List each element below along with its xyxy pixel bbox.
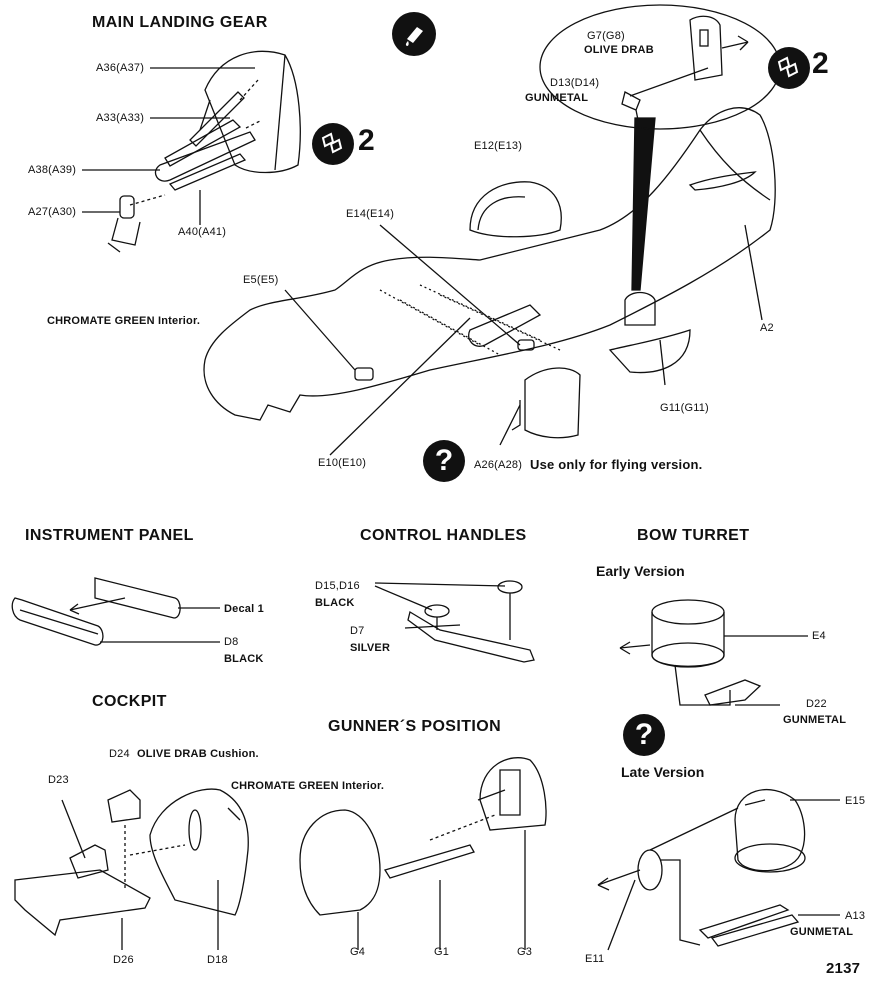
bow-turret-title: BOW TURRET bbox=[637, 527, 750, 544]
part-label-g11: G11(G11) bbox=[660, 402, 709, 414]
gunners-position-title: GUNNER´S POSITION bbox=[328, 718, 502, 735]
part-label-d15: D15,D16 bbox=[315, 580, 360, 592]
part-label-g3: G3 bbox=[517, 946, 533, 958]
paint-dropper-icon bbox=[392, 12, 436, 56]
fuselage-interior-note: CHROMATE GREEN Interior. bbox=[47, 315, 201, 327]
question-icon: ? bbox=[423, 440, 465, 482]
main-landing-gear-title: MAIN LANDING GEAR bbox=[92, 14, 268, 31]
d24-note: OLIVE DRAB Cushion. bbox=[137, 748, 259, 760]
part-label-a38: A38(A39) bbox=[28, 164, 77, 176]
fuselage-drawing bbox=[203, 107, 776, 456]
part-label-e4: E4 bbox=[812, 630, 826, 642]
part-label-a27: A27(A30) bbox=[28, 206, 77, 218]
part-label-e14: E14(E14) bbox=[346, 208, 395, 220]
cockpit-title: COCKPIT bbox=[92, 693, 167, 710]
part-label-d22: D22 bbox=[806, 698, 827, 710]
g7-color-label: OLIVE DRAB bbox=[584, 44, 654, 56]
part-label-a26: A26(A28) bbox=[474, 459, 523, 471]
d22-color-label: GUNMETAL bbox=[783, 714, 847, 726]
part-label-d18: D18 bbox=[207, 954, 228, 966]
part-label-e15: E15 bbox=[845, 795, 866, 807]
part-label-d24: D24 bbox=[109, 748, 130, 760]
part-label-d26: D26 bbox=[113, 954, 134, 966]
gear-step-number: 2 bbox=[358, 124, 375, 157]
control-handles-drawing bbox=[374, 580, 535, 663]
part-label-d8: D8 bbox=[224, 636, 239, 648]
early-version-label: Early Version bbox=[596, 563, 685, 579]
part-label-a13: A13 bbox=[845, 910, 866, 922]
question-icon: ? bbox=[623, 714, 665, 756]
part-label-a36: A36(A37) bbox=[96, 62, 145, 74]
main-gear-drawing bbox=[107, 50, 301, 253]
d15-color-label: BLACK bbox=[315, 597, 355, 609]
gear-leader-lines bbox=[82, 67, 255, 225]
decal-pair-icon bbox=[312, 123, 354, 165]
inset-step-number: 2 bbox=[812, 47, 829, 80]
part-label-g4: G4 bbox=[350, 946, 366, 958]
bow-turret-late-drawing bbox=[597, 789, 840, 951]
part-label-e5: E5(E5) bbox=[243, 274, 279, 286]
part-label-a2: A2 bbox=[760, 322, 774, 334]
d8-color-label: BLACK bbox=[224, 653, 264, 665]
inset-bubble-drawing bbox=[539, 4, 781, 130]
part-label-d13: D13(D14) bbox=[550, 77, 600, 89]
part-label-a40: A40(A41) bbox=[178, 226, 227, 238]
part-label-d7: D7 bbox=[350, 625, 365, 637]
d13-color-label: GUNMETAL bbox=[525, 92, 589, 104]
part-label-a33: A33(A33) bbox=[96, 112, 145, 124]
instrument-panel-drawing bbox=[11, 577, 220, 646]
cockpit-interior-note: CHROMATE GREEN Interior. bbox=[231, 780, 385, 792]
flying-version-note: Use only for flying version. bbox=[530, 457, 703, 472]
part-label-e10: E10(E10) bbox=[318, 457, 367, 469]
part-label-g1: G1 bbox=[434, 946, 450, 958]
d7-color-label: SILVER bbox=[350, 642, 391, 654]
bow-turret-early-drawing bbox=[619, 599, 808, 706]
control-handles-title: CONTROL HANDLES bbox=[360, 527, 527, 544]
cockpit-drawing bbox=[14, 788, 249, 950]
instrument-panel-title: INSTRUMENT PANEL bbox=[25, 527, 194, 544]
late-version-label: Late Version bbox=[621, 764, 705, 780]
part-label-g7: G7(G8) bbox=[587, 30, 625, 42]
page-number: 2137 bbox=[826, 960, 861, 977]
part-label-e11: E11 bbox=[585, 953, 605, 965]
decal-pair-icon bbox=[768, 47, 810, 89]
a13-color-label: GUNMETAL bbox=[790, 926, 854, 938]
decal-label: Decal 1 bbox=[224, 603, 264, 615]
gunners-position-drawing bbox=[299, 757, 547, 950]
part-label-d23: D23 bbox=[48, 774, 69, 786]
part-label-e12: E12(E13) bbox=[474, 140, 523, 152]
